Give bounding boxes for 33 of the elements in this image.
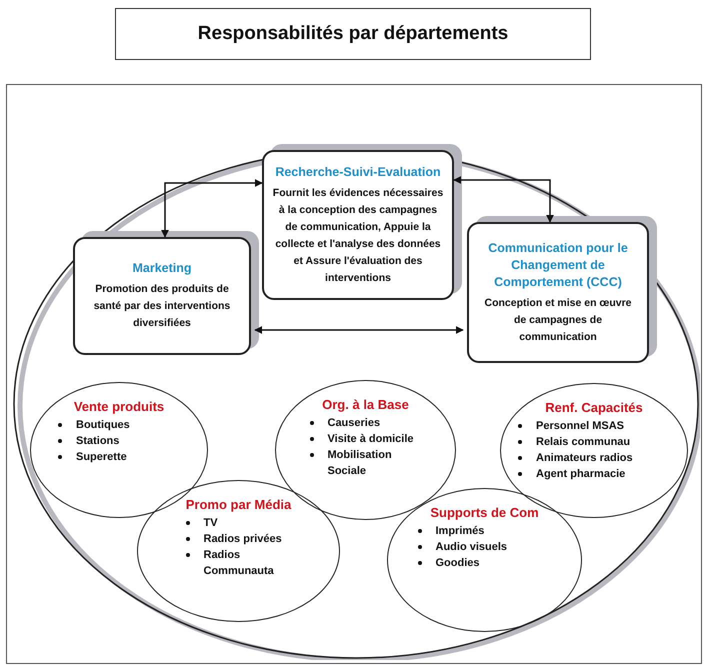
department-title: Communication pour le Changement de Comportement (CCC) bbox=[487, 240, 629, 290]
list-item: Animateurs radios bbox=[536, 451, 633, 466]
double-arrow bbox=[254, 326, 464, 334]
department-title: Marketing bbox=[132, 260, 192, 277]
list-item: Radios privées bbox=[204, 532, 282, 547]
activity-title: Vente produits bbox=[74, 399, 164, 415]
list-item: Audio visuels bbox=[436, 540, 508, 555]
list-item: Superette bbox=[76, 450, 127, 465]
activity-ellipse bbox=[137, 480, 340, 622]
list-item: Imprimés bbox=[436, 524, 484, 539]
list-item: Radios Communauta bbox=[204, 548, 275, 579]
activity-ellipse bbox=[387, 488, 582, 632]
double-arrow bbox=[161, 179, 263, 238]
department-description: Promotion des produits de santé par des interventions diversifiées bbox=[92, 282, 232, 331]
list-item: Visite à domicile bbox=[328, 432, 414, 447]
list-item: Goodies bbox=[436, 556, 480, 571]
list-item: Causeries bbox=[328, 416, 380, 431]
list-item: Stations bbox=[76, 434, 120, 449]
double-arrow bbox=[453, 176, 554, 223]
title-box: Responsabilités par départements bbox=[115, 8, 591, 60]
list-item: Personnel MSAS bbox=[536, 419, 624, 434]
list-item: Relais communau bbox=[536, 435, 630, 450]
list-item: Mobilisation Sociale bbox=[328, 448, 393, 479]
department-title: Recherche-Suivi-Evaluation bbox=[275, 164, 441, 180]
list-item: TV bbox=[204, 516, 218, 531]
department-description: Fournit les évidences nécessaires à la conception des campagnes de communication, Appuie la collecte et l'analyse des données et Assure l'évaluation des interventions bbox=[272, 186, 444, 286]
activity-title: Supports de Com bbox=[430, 505, 539, 521]
list-item: Boutiques bbox=[76, 418, 130, 433]
activity-title: Promo par Média bbox=[186, 497, 292, 513]
list-item: Agent pharmacie bbox=[536, 467, 626, 482]
department-description: Conception et mise en œuvre de campagnes de communication bbox=[483, 296, 633, 344]
activity-title: Renf. Capacités bbox=[545, 400, 643, 416]
activity-title: Org. à la Base bbox=[322, 397, 409, 413]
